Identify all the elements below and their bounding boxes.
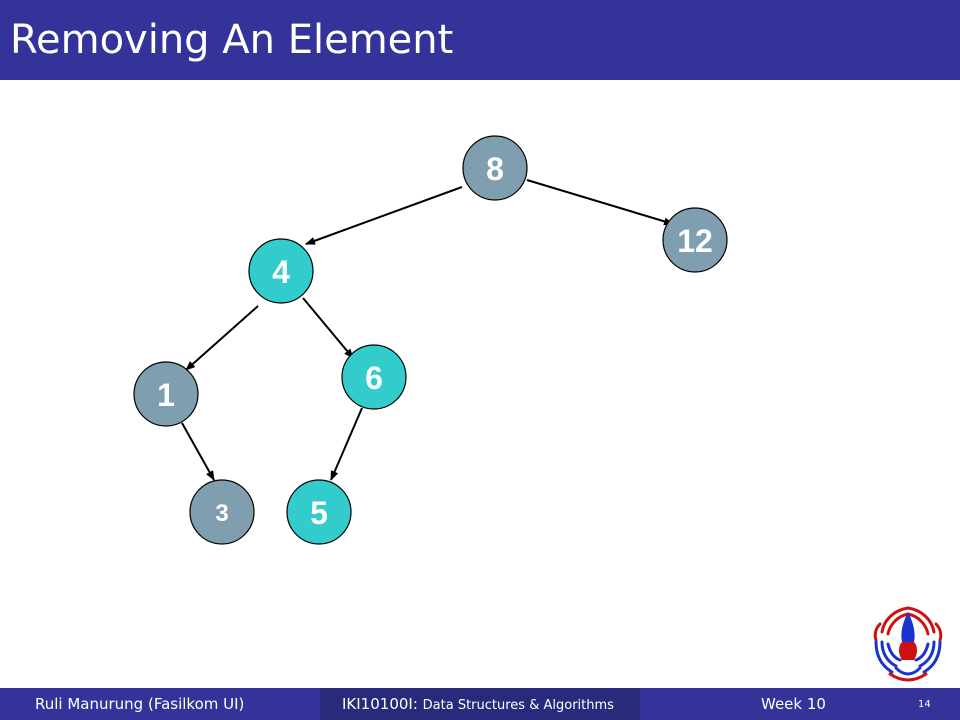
edge-4-to-1 [185,305,259,371]
edge-1-to-3 [181,422,215,481]
title-bar: Removing An Element [0,0,960,80]
tree-node-12: 12 [662,207,728,273]
page-number: 14 [918,699,931,710]
tree-node-label: 8 [486,151,504,187]
edge-4-to-6 [302,297,354,359]
tree-node-label: 5 [310,495,328,531]
edge-8-to-4 [305,186,463,245]
tree-diagram: 8 12 4 6 1 3 5 [133,135,728,545]
footer-author: Ruli Manurung (Fasilkom UI) [35,695,245,713]
tree-node-label: 12 [677,223,713,259]
tree-node-3: 3 [189,479,255,545]
slide-title: Removing An Element [10,17,454,63]
footer-course-name: Data Structures & Algorithms [422,698,614,713]
tree-node-label: 6 [365,360,383,396]
tree-node-5: 5 [286,479,352,545]
tree-node-6: 6 [341,344,407,410]
edge-8-to-12 [526,179,674,226]
footer-course: IKI10100I: Data Structures & Algorithms [342,694,614,716]
footer-course-section [320,688,640,720]
footer-course-code: IKI10100I: [342,695,423,713]
tree-node-8: 8 [462,135,528,201]
tree-node-label: 3 [215,500,228,527]
edge-6-to-5 [330,407,363,481]
footer-week: Week 10 [761,695,826,713]
tree-node-label: 1 [157,377,175,413]
footer-bar: Ruli Manurung (Fasilkom UI) IKI10100I: D… [0,688,960,720]
university-of-indonesia-logo-icon [873,606,943,682]
tree-node-label: 4 [272,254,290,290]
tree-node-4: 4 [248,238,314,304]
tree-node-1: 1 [133,361,199,427]
